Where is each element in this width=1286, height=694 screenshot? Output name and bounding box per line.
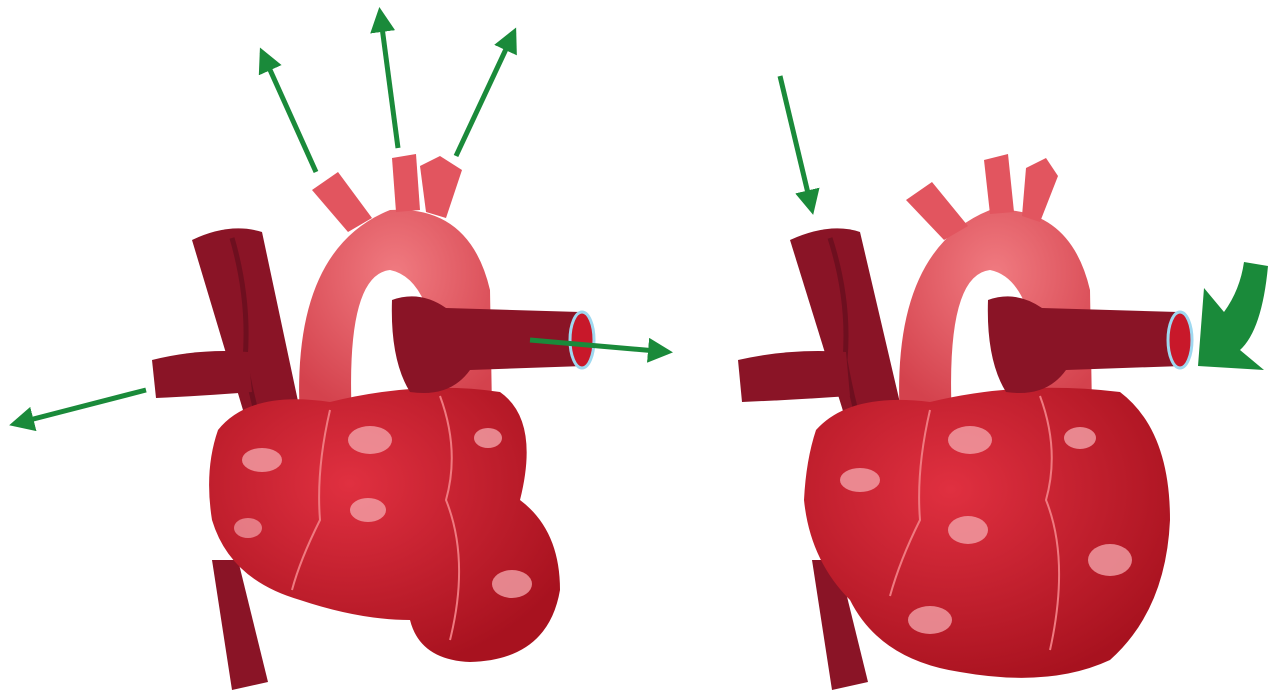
left-pulmonary-branch <box>152 351 252 398</box>
right-highlight-4 <box>1064 427 1096 449</box>
right-pulmonary-branch <box>738 351 850 402</box>
left-arrow-up-left <box>262 52 316 172</box>
right-highlight-5 <box>1088 544 1132 576</box>
left-highlight-3 <box>350 498 386 522</box>
left-arrow-up-right <box>456 32 514 156</box>
right-heart <box>738 154 1192 690</box>
left-aorta-branch-3 <box>420 156 462 218</box>
right-aorta-branch-2 <box>984 154 1014 214</box>
left-heart-body <box>209 388 560 662</box>
left-heart <box>152 154 594 690</box>
right-highlight-1 <box>840 468 880 492</box>
left-highlight-5 <box>492 570 532 598</box>
left-highlight-4 <box>474 428 502 448</box>
right-arrow-curved <box>1198 262 1268 370</box>
right-highlight-6 <box>908 606 952 634</box>
left-highlight-2 <box>348 426 392 454</box>
left-highlight-6 <box>234 518 262 538</box>
left-artery-opening <box>570 312 594 368</box>
left-aorta-branch-2 <box>392 154 420 212</box>
right-highlight-2 <box>948 426 992 454</box>
right-aorta-branch-3 <box>1022 158 1058 222</box>
right-highlight-3 <box>948 516 988 544</box>
right-artery-opening <box>1168 312 1192 368</box>
right-aorta-branch-1 <box>906 182 968 240</box>
left-arrow-left <box>14 390 146 424</box>
right-arrow-down <box>780 76 812 210</box>
left-arrow-up <box>380 12 398 148</box>
left-highlight-1 <box>242 448 282 472</box>
left-aorta-branch-1 <box>312 172 372 232</box>
